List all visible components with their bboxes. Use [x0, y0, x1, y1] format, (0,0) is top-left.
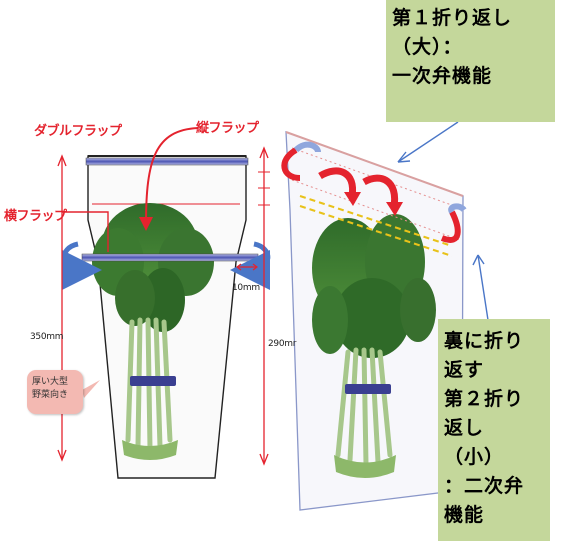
right-bag [281, 131, 467, 511]
double-flap-band [85, 157, 249, 166]
label-double-flap: ダブルフラップ [34, 124, 122, 139]
left-fold-arrow [61, 241, 102, 290]
side-fold-arrow-right [440, 210, 461, 243]
label-vertical-flap: 縦フラップ [196, 121, 259, 136]
spinach-left [92, 203, 214, 460]
callout-first-fold: 第１折り返し （大）： 一次弁機能 [386, 0, 555, 122]
dim-total-height: 350mm [30, 332, 64, 342]
vertical-flap-arrow [139, 127, 199, 231]
note-bubble: 厚い大型 野菜向き [27, 370, 83, 414]
dim-body-height: 290mr [268, 339, 297, 349]
fold-arrow-red-1 [318, 167, 357, 197]
horizontal-flap-band [81, 253, 259, 262]
right-fold-arrow [230, 241, 271, 290]
label-horizontal-flap: 横フラップ [4, 209, 67, 224]
left-bag [57, 127, 271, 479]
callout-second-fold: 裏に折り 返す 第２折り 返し （小） ：二次弁 機能 [438, 319, 550, 541]
callout-bottom-leader [477, 254, 489, 321]
dim-flap-width: 10mm [232, 283, 260, 293]
spinach-right [312, 214, 436, 478]
fold-arrow-red-2 [362, 174, 399, 207]
callout-top-leader [397, 121, 459, 163]
side-fold-arrow-left [281, 147, 301, 181]
